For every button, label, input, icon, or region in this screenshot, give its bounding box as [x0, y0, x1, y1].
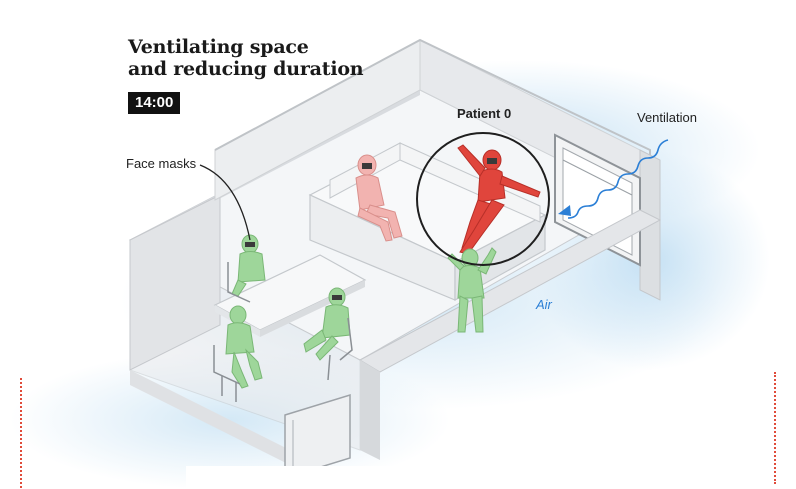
headline-line-1: Ventilating space — [128, 36, 309, 58]
patient-zone-circle — [416, 132, 550, 266]
person-exposed-on-sofa — [355, 154, 403, 242]
front-wall-right-face — [360, 360, 380, 460]
ventilation-label: Ventilation — [637, 110, 697, 125]
person-healthy-standing — [447, 247, 497, 333]
chair-front-right — [327, 317, 353, 381]
bottom-panel — [186, 466, 606, 489]
chair-front-left — [213, 345, 241, 402]
left-wall — [129, 194, 221, 371]
timer-badge: 14:00 — [128, 92, 181, 114]
ventilation-arrowhead — [558, 205, 571, 216]
front-wall-right — [358, 209, 662, 373]
face-masks-label: Face masks — [126, 156, 197, 171]
ventilation-arrow — [567, 139, 669, 219]
headline: Ventilating space and reducing duration — [128, 36, 364, 80]
headline-line-2: and reducing duration — [128, 58, 364, 80]
front-wall-left — [130, 370, 300, 470]
right-dashed-marker — [774, 372, 776, 484]
door — [284, 393, 351, 480]
left-dashed-marker — [20, 378, 22, 488]
person-healthy-table-front-left — [225, 305, 263, 389]
air-label: Air — [536, 297, 552, 312]
chair-back — [227, 262, 251, 303]
face-masks-pointer-line — [199, 164, 251, 241]
patient-zero-label: Patient 0 — [457, 106, 512, 121]
person-healthy-table-front-right — [303, 287, 351, 361]
